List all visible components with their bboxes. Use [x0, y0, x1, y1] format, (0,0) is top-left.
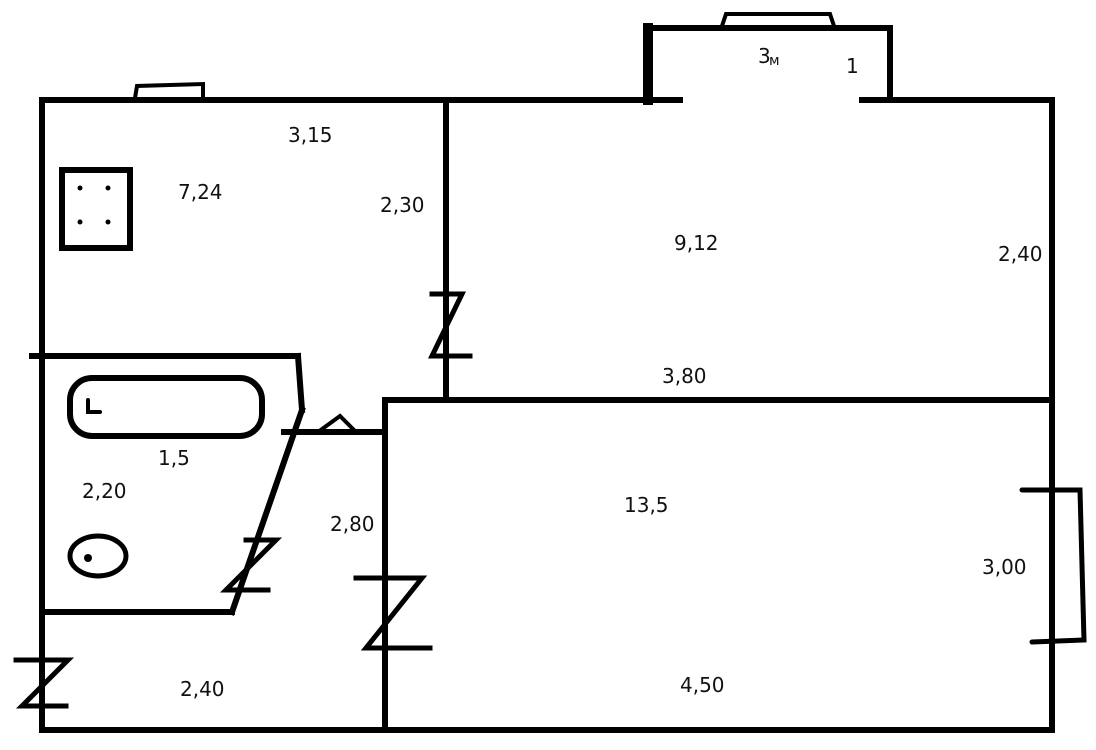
living-right-label: 3,00 — [982, 555, 1027, 579]
kitchen-area-label: 7,24 — [178, 180, 223, 204]
bath-area-label: 1,5 — [158, 446, 190, 470]
living-room-window — [1019, 487, 1087, 645]
balcony — [643, 12, 893, 105]
stove-icon — [59, 167, 133, 251]
kitchen-depth-label: 2,30 — [380, 193, 425, 217]
interior-walls — [29, 97, 1055, 733]
bath-length-label: 2,20 — [82, 479, 127, 503]
living-width-label: 4,50 — [680, 673, 725, 697]
door-symbol — [219, 537, 283, 593]
door-symbol — [353, 575, 433, 651]
balcony-unit-label: м — [769, 53, 780, 69]
hall-length-label: 2,80 — [330, 512, 375, 536]
room-area-label: 9,12 — [674, 231, 719, 255]
balcony-length-label: 3 — [758, 44, 771, 68]
room-right-label: 2,40 — [998, 242, 1043, 266]
living-area-label: 13,5 — [624, 493, 669, 517]
bathtub-icon — [67, 375, 265, 439]
toilet-icon — [67, 533, 129, 579]
outer-walls — [39, 97, 1055, 733]
hall-width-label: 2,40 — [180, 677, 225, 701]
balcony-depth-label: 1 — [846, 54, 859, 78]
room-width-label: 3,80 — [662, 364, 707, 388]
kitchen-window — [133, 81, 205, 100]
door-symbol — [428, 291, 473, 359]
kitchen-width-label: 3,15 — [288, 123, 333, 147]
door-symbol — [13, 657, 75, 709]
